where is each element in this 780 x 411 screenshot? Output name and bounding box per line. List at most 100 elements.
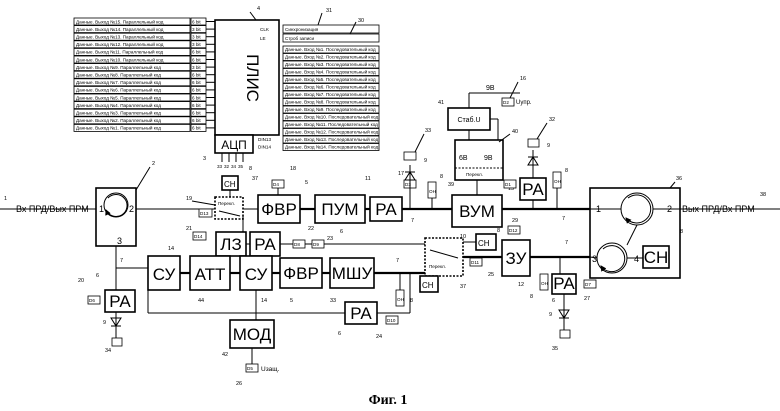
volt-9b: 9В: [484, 155, 493, 162]
ref-8: 8: [249, 166, 252, 172]
oh-4-label: ОН: [541, 281, 548, 286]
ref-8d: 8: [680, 229, 683, 235]
ref-1: 1: [4, 196, 7, 202]
ref-20: 20: [78, 278, 84, 284]
pin-34-box: [112, 338, 122, 346]
c1-port1: 1: [99, 204, 104, 214]
parallel-row-label: Данные. Выход №12. Параллельный код: [76, 41, 164, 47]
ref-3b: 3: [203, 156, 206, 162]
parallel-row-label: Данные. Выход №1. Параллельный код: [76, 125, 161, 131]
ref-11: 11: [365, 176, 371, 182]
volt-6: 6В: [459, 155, 468, 162]
ref-5: 5: [305, 180, 308, 186]
c2-port3: 3: [592, 254, 597, 264]
pin-d9-text: D9: [313, 242, 319, 247]
serial-row-label: Данные. Вход №1. Последовательный код: [285, 46, 376, 52]
pin-d10-text: D10: [387, 318, 396, 323]
oh-2-label: ОН: [554, 179, 561, 184]
serial-row-label: Данные. Вход №2. Последовательный код: [285, 54, 376, 60]
ref-29: 29: [512, 218, 518, 224]
c2-port1: 1: [596, 204, 601, 214]
ra-left-label: РА: [109, 292, 131, 311]
zu-label: ЗУ: [506, 249, 527, 268]
c2-port4: 4: [634, 254, 639, 264]
ref-39: 39: [448, 182, 454, 188]
ref-6c: 6: [552, 298, 555, 304]
parallel-row-bits: 6 bit: [192, 80, 201, 85]
parallel-row-bits: 3 bit: [192, 42, 201, 47]
parallel-row-label: Данные. Выход №15. Параллельный код: [76, 18, 164, 24]
pin-d12-text: D12: [509, 228, 518, 233]
adc-pin-32: 32: [224, 164, 230, 169]
oh-1-label: ОН: [429, 189, 436, 194]
ref-6b: 6: [96, 273, 99, 279]
pin-d5-text: D5: [247, 366, 253, 371]
sn-2-label: СН: [422, 281, 434, 290]
parallel-row-label: Данные. Выход №2. Параллельный код: [76, 117, 161, 123]
pin-d8-text: D8: [294, 242, 300, 247]
parallel-row-bits: 3 bit: [192, 65, 201, 70]
pin-d13-text: D13: [200, 211, 209, 216]
parallel-row-label: Данные. Выход №8. Параллельный код: [76, 72, 161, 78]
ref-33: 33: [425, 128, 431, 134]
serial-row-label: Данные. Вход №8. Последовательный код: [285, 99, 376, 105]
oh-3-label: ОН: [397, 297, 404, 302]
ref-8f: 8: [497, 228, 500, 234]
serial-row-pin: DIN13: [258, 137, 271, 142]
parallel-row-bits: 6 bit: [192, 95, 201, 100]
ref-40: 40: [512, 129, 518, 135]
serial-row-label: Данные. Вход №5. Последовательный код: [285, 76, 376, 82]
parallel-row-label: Данные. Выход №10. Параллельный код: [76, 56, 164, 62]
parallel-row-label: Данные. Выход №6. Параллельный код: [76, 87, 161, 93]
parallel-row-label: Данные. Выход №7. Параллельный код: [76, 79, 161, 85]
ref-9: 9: [424, 158, 427, 164]
ra-1-label: РА: [375, 200, 397, 219]
ref-24: 24: [376, 334, 382, 340]
pin-d4-text: D4: [273, 182, 279, 187]
pin-35-box: [560, 330, 570, 338]
parallel-row-bits: 6 bit: [192, 111, 201, 116]
serial-row-label: Данные. Вход №4. Последовательный код: [285, 69, 376, 75]
sn-3-label: СН: [478, 239, 490, 248]
serial-row-label: Данные. Вход №9. Последовательный код: [285, 106, 376, 112]
parallel-row-bits: 3 bit: [192, 27, 201, 32]
ref-44: 44: [198, 298, 204, 304]
sn-1-label: СН: [224, 180, 236, 189]
ra-right-label: РА: [522, 180, 544, 199]
ref-9b: 9: [547, 143, 550, 149]
pin-d1-text: D1: [505, 182, 511, 187]
serial-row-label: Данные. Вход №7. Последовательный код: [285, 91, 376, 97]
c2-port2: 2: [667, 204, 672, 214]
figure-caption: Фиг. 1: [369, 393, 408, 408]
fvr-2-label: ФВР: [283, 264, 319, 283]
ref-41: 41: [438, 100, 444, 106]
pin-d14-text: D14: [194, 234, 203, 239]
pin-d7-text: D7: [585, 282, 591, 287]
ref-37b: 37: [460, 284, 466, 290]
parallel-row-bits: 6 bit: [192, 118, 201, 123]
ref-26: 26: [236, 381, 242, 387]
serial-row-label: Данные. Вход №11. Последовательный код: [285, 121, 378, 127]
parallel-row-bits: 6 bit: [192, 50, 201, 55]
ref-14: 14: [168, 246, 174, 252]
adc-label: АЦП: [221, 138, 247, 152]
mod-label: МОД: [233, 325, 272, 344]
ref-9c: 9: [103, 320, 106, 326]
switch-19-label: Перекл.: [218, 201, 235, 206]
ref-22: 22: [308, 226, 314, 232]
ref-5b: 5: [290, 298, 293, 304]
ref-36: 36: [676, 176, 682, 182]
serial-row-label: Данные. Вход №6. Последовательный код: [285, 84, 376, 90]
adc-inputs: 33 32 34 35: [217, 153, 244, 169]
right-io-label: Вых ПРД/Вх ПРМ: [682, 204, 755, 214]
ref-7d: 7: [396, 258, 399, 264]
ref-33b: 33: [330, 298, 336, 304]
parallel-row-label: Данные. Выход №13. Параллельный код: [76, 34, 164, 40]
parallel-row-label: Данные. Выход №11. Параллельный код: [76, 49, 163, 55]
left-io-label: Вх ПРД/Вых ПРМ: [16, 204, 89, 214]
parallel-row-bits: 6 bit: [192, 103, 201, 108]
ref-32: 32: [549, 117, 555, 123]
ra-bottom-label: РА: [350, 304, 372, 323]
parallel-row-label: Данные. Выход №3. Параллельный код: [76, 110, 161, 116]
